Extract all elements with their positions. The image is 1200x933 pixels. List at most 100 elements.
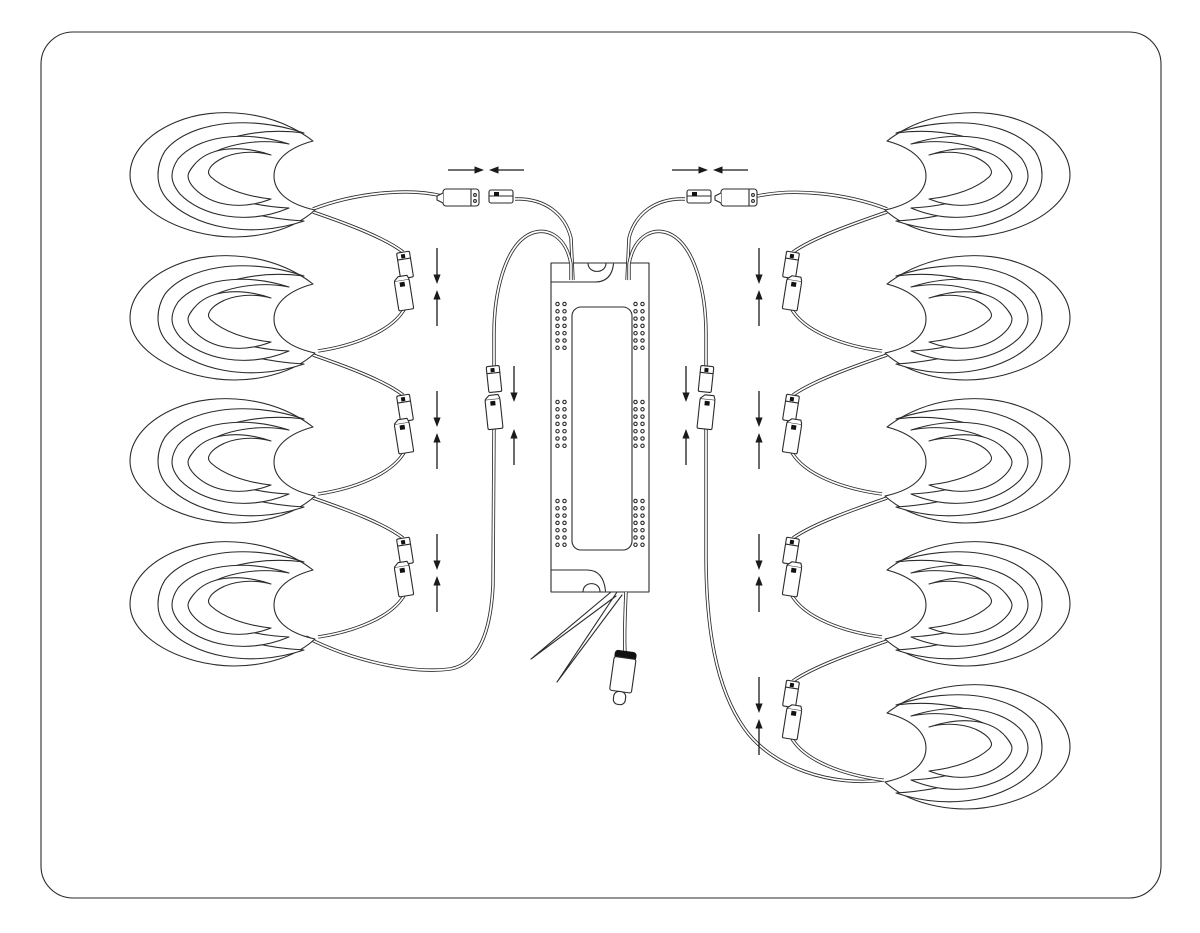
driver-vent-hole (562, 338, 567, 343)
driver-vent-hole (640, 399, 645, 405)
bare-wire-2 (556, 591, 623, 683)
driver-vent-hole (555, 443, 560, 449)
cable-left-chain-next-2 (317, 593, 407, 639)
driver-vent-hole (562, 330, 567, 336)
cable-right-chain-down-6 (792, 639, 888, 683)
plug-latch (400, 396, 406, 402)
leaf-chevron-3 (928, 291, 1013, 349)
driver-top-mount-notch (587, 262, 607, 272)
cable-left-chain-next-1-core (317, 450, 406, 495)
driver-vent-hole (640, 338, 645, 343)
plug-body (396, 536, 414, 566)
connectors (393, 188, 803, 741)
driver-vent-hole (633, 542, 638, 548)
barrel-plug-body (609, 656, 637, 694)
cable-right-chain-next-4-core (790, 450, 883, 495)
leaf-module-left-2 (129, 255, 316, 381)
push-up-arrow-left-1-head (433, 433, 441, 443)
driver-vent-hole (562, 323, 567, 329)
plug-seam (397, 543, 412, 547)
socket-hole (751, 199, 755, 203)
leaf-module-right-1 (884, 112, 1071, 238)
driver-vent-hole (555, 513, 560, 518)
push-right-arrow-right-head (698, 166, 708, 174)
cable-right-chain-next-3-core (790, 307, 883, 352)
driver-vent-hole (562, 542, 567, 548)
top-male-connector-right (686, 189, 712, 204)
socket-opening (790, 424, 797, 430)
push-down-arrow-driver-right-head (682, 392, 690, 402)
top-female-connector-left (436, 188, 480, 207)
socket-opening (490, 400, 496, 406)
plug-seam (699, 371, 714, 375)
driver-vent-hole (555, 535, 560, 540)
plug-latch (789, 682, 795, 688)
leaf-module-right-5 (884, 684, 1071, 810)
driver-vent-hole (633, 301, 638, 307)
chain-male-connector-right-5 (782, 536, 800, 566)
driver-vent-hole (555, 436, 560, 441)
driver-vent-hole (555, 309, 560, 314)
driver-vent-hole (555, 428, 560, 434)
socket-bevel (393, 274, 410, 282)
plug-body (396, 393, 414, 423)
push-up-arrow-right-5-head (755, 576, 763, 586)
socket-body (442, 188, 480, 207)
socket-bevel (393, 417, 410, 425)
socket-opening (790, 567, 797, 573)
driver-vent-hole (562, 414, 567, 419)
push-down-arrow-right-4-head (755, 417, 763, 427)
driver-vent-hole (562, 407, 567, 412)
socket-opening (790, 281, 797, 287)
leaf-module-right-4 (884, 541, 1071, 667)
driver-vent-hole (562, 506, 567, 511)
cable-left-chain-down-0 (312, 210, 405, 254)
driver-vent-hole (555, 527, 560, 533)
push-down-arrow-right-5-head (755, 560, 763, 570)
cable-right-chain-down-3-core (792, 211, 888, 253)
cable-right-chain-next-6 (789, 736, 883, 782)
driver-vent-hole (562, 443, 567, 449)
chain-male-connector-right-6 (782, 679, 800, 709)
chain-female-connector-left-2 (393, 560, 415, 598)
driver-vent-hole (555, 345, 560, 351)
driver-vent-hole (555, 407, 560, 412)
led-driver (550, 262, 650, 593)
cable-l4-loop-core (305, 427, 495, 671)
driver-vent-hole (633, 399, 638, 405)
driver-vent-hole (562, 421, 567, 427)
plug-latch (494, 192, 499, 196)
push-up-arrow-driver-left-head (510, 429, 518, 439)
driver-top-cap-line (550, 263, 615, 283)
power-leads (530, 591, 637, 706)
socket-bevel (786, 275, 803, 282)
cable-r5-loop-core (705, 428, 885, 783)
driver-vent-hole (640, 421, 645, 427)
driver-vent-hole (633, 316, 638, 321)
socket-opening (399, 424, 406, 430)
socket-body (720, 188, 758, 207)
driver-vent-hole (640, 436, 645, 441)
leaf-chevron-3 (187, 148, 272, 206)
socket-bevel (786, 561, 803, 568)
cable-right-chain-down-5-core (792, 497, 888, 539)
driver-vent-hole (640, 301, 645, 307)
socket-body (781, 707, 803, 741)
driver-vent-hole (562, 513, 567, 518)
cable-r1-input-core (752, 191, 888, 210)
plug-seam (784, 543, 799, 547)
cable-right-chain-next-4 (789, 450, 883, 496)
driver-vent-hole (562, 428, 567, 434)
driver-vent-hole (555, 421, 560, 427)
cable-right-chain-next-6-core (790, 736, 883, 781)
cable-r1-input (752, 190, 888, 211)
driver-vent-hole (640, 506, 645, 511)
plug-cable-core (623, 591, 627, 653)
leaf-module-left-1 (129, 112, 316, 238)
driver-vent-hole (555, 520, 560, 526)
driver-vent-hole (640, 345, 645, 351)
cable-left-chain-down-1-core (312, 354, 404, 396)
socket-bevel (786, 704, 803, 711)
socket-opening (399, 567, 406, 573)
